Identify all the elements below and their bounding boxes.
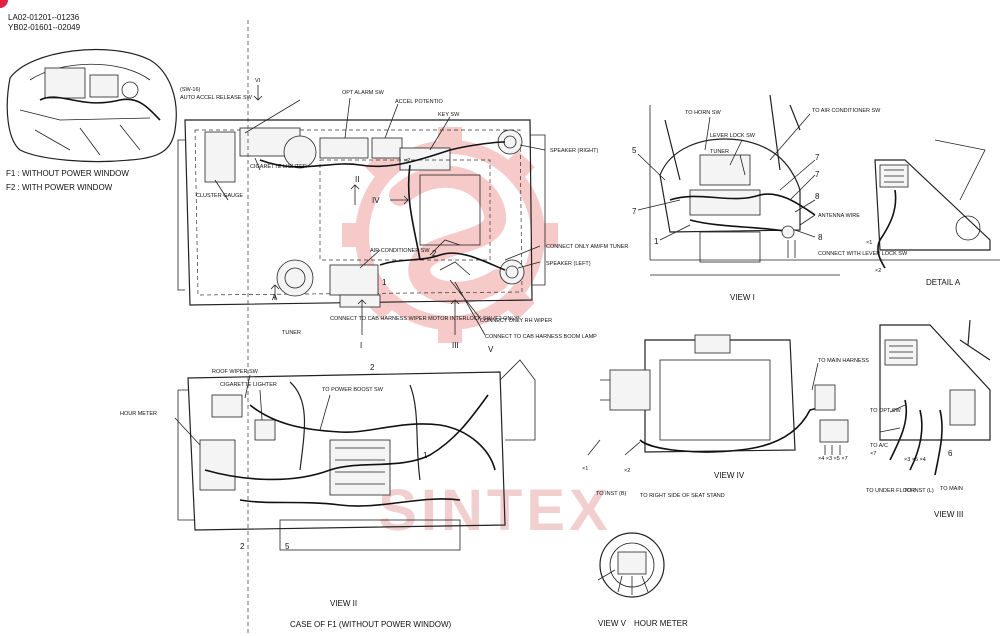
- label-top-callout-2: 2: [432, 249, 437, 258]
- label-auto-accel: AUTO ACCEL RELEASE SW: [180, 95, 253, 101]
- label-sw16: (SW-16): [180, 87, 201, 93]
- label-hour-meter: HOUR METER: [120, 411, 157, 417]
- label-view-iv-x1: ×1: [582, 466, 588, 472]
- view-ii-caption: VIEW II: [330, 599, 357, 608]
- label-view-i-callout-7c: 7: [815, 170, 820, 179]
- legend-f1: F1 : WITHOUT POWER WINDOW: [6, 169, 129, 178]
- label-power-boost: TO POWER BOOST SW: [322, 387, 384, 393]
- label-cigarette: CIGARETTE LIGHTER: [250, 164, 307, 170]
- serial-number-2: YB02-01601--02049: [8, 23, 81, 32]
- label-view-iii-callout-6: 6: [948, 449, 953, 458]
- cigarette-lighter-round: [283, 135, 317, 169]
- label-tuner: TUNER: [282, 330, 301, 336]
- view-i: [637, 94, 1000, 276]
- speaker-left: [499, 259, 525, 285]
- label-connect-boom: CONNECT TO CAB HARNESS BOOM LAMP: [485, 334, 597, 340]
- label-view-ii-callout-5: 5: [285, 542, 290, 551]
- detail-a-caption: DETAIL A: [926, 278, 961, 287]
- tuner-block: [339, 294, 381, 308]
- label-detail-a-x2: ×2: [875, 268, 881, 274]
- label-view-i-callout-8b: 8: [818, 233, 823, 242]
- label-view-v-hour-meter: HOUR METER: [634, 619, 688, 628]
- label-opt-sw: TO OPT SW: [870, 408, 901, 414]
- label-main-harness: TO MAIN HARNESS: [818, 358, 869, 364]
- corner-mark: [0, 0, 8, 8]
- view-iii-caption: VIEW III: [934, 510, 963, 519]
- label-speaker-right: SPEAKER (RIGHT): [550, 148, 598, 154]
- label-inst-l: TO INST (L): [904, 488, 934, 494]
- view-iii: [879, 319, 991, 476]
- legend-f2: F2 : WITH POWER WINDOW: [6, 183, 113, 192]
- hour-meter-block: [199, 439, 236, 491]
- label-key-sw: KEY SW: [438, 112, 460, 118]
- label-antenna: ANTENNA WIRE: [818, 213, 860, 219]
- view-i-caption: VIEW I: [730, 293, 755, 302]
- view-iv: [587, 334, 849, 456]
- opt-alarm-switch-block: [319, 137, 369, 159]
- view-ii-case-caption: CASE OF F1 (WITHOUT POWER WINDOW): [290, 620, 452, 629]
- label-view-ii-callout-2b: 2: [240, 542, 245, 551]
- cab-perspective-sketch: [6, 48, 177, 163]
- label-view-i-callout-7b: 7: [815, 153, 820, 162]
- label-roof-wiper: ROOF WIPER SW: [212, 369, 259, 375]
- label-speaker-left: SPEAKER (LEFT): [546, 261, 591, 267]
- view-v: [597, 532, 665, 598]
- label-ac: TO A/C: [870, 443, 888, 449]
- label-inst-b: TO INST (B): [596, 491, 627, 497]
- label-horn-sw: TO HORN SW: [685, 110, 721, 116]
- label-view-i-callout-7a: 7: [632, 207, 637, 216]
- label-accel-potentio: ACCEL POTENTIO: [395, 99, 443, 105]
- label-connect-rh: CONNECT ONLY RH WIPER: [480, 318, 552, 324]
- label-under-floor: TO UNDER FLOOR: [866, 488, 915, 494]
- label-view-iv-x2: ×2: [624, 468, 630, 474]
- label-cluster-gauge: CLUSTER GAUGE: [196, 193, 243, 199]
- label-arrow-vi: VI: [255, 78, 261, 84]
- label-cigarette-ii: CIGARETTE LIGHTER: [220, 382, 277, 388]
- view-v-caption: VIEW V: [598, 619, 627, 628]
- label-main: TO MAIN: [940, 486, 963, 492]
- top-view: [177, 85, 546, 336]
- label-connect-harness-wiper: CONNECT TO CAB HARNESS WIPER MOTOR INTER…: [330, 316, 520, 322]
- label-view-i-callout-8a: 8: [815, 192, 820, 201]
- label-arrow-ii: II: [355, 175, 359, 184]
- label-air-cond-i: TO AIR CONDITIONER SW: [812, 108, 881, 114]
- label-connect-am: CONNECT ONLY AM/FM TUNER: [546, 244, 628, 250]
- label-lever-lock: LEVER LOCK SW: [710, 133, 756, 139]
- label-top-x2: ×2: [404, 158, 410, 164]
- label-view-iii-pins: ×3 ×5 ×4: [904, 457, 926, 463]
- label-tuner-i: TUNER: [710, 149, 729, 155]
- view-iv-caption: VIEW IV: [714, 471, 745, 480]
- label-top-callout-1: 1: [382, 278, 387, 287]
- view-ii: [174, 359, 536, 551]
- watermark-logo: [342, 127, 558, 343]
- accel-potentio-block: [371, 137, 403, 159]
- detail-a: [874, 139, 991, 269]
- label-arrow-a: A: [272, 293, 278, 302]
- label-air-cond-sw: AIR CONDITIONER SW: [370, 248, 430, 254]
- label-view-i-callout-5: 5: [632, 146, 637, 155]
- label-view-ii-callout-1: 1: [423, 451, 428, 460]
- label-view-ii-callout-2: 2: [370, 363, 375, 372]
- serial-number-1: LA02-01201--01236: [8, 13, 80, 22]
- label-view-iii-x7: ×7: [870, 451, 876, 457]
- label-view-i-callout-1: 1: [654, 237, 659, 246]
- label-seat-stand: TO RIGHT SIDE OF SEAT STAND: [640, 493, 725, 499]
- watermark-text: SINTEX: [378, 478, 612, 543]
- label-arrow-v: V: [488, 345, 494, 354]
- cluster-gauge-box: [204, 131, 236, 183]
- label-detail-a-x1: ×1: [866, 240, 872, 246]
- label-arrow-i: I: [360, 341, 362, 350]
- air-conditioner-switch-block: [329, 264, 379, 296]
- label-arrow-iv: IV: [372, 196, 380, 205]
- label-arrow-iii: III: [452, 341, 459, 350]
- label-opt-alarm: OPT ALARM SW: [342, 90, 385, 96]
- label-view-iv-pins: ×4 ×3 ×5 ×7: [818, 456, 848, 462]
- label-connect-lever: CONNECT WITH LEVER LOCK SW: [818, 251, 908, 257]
